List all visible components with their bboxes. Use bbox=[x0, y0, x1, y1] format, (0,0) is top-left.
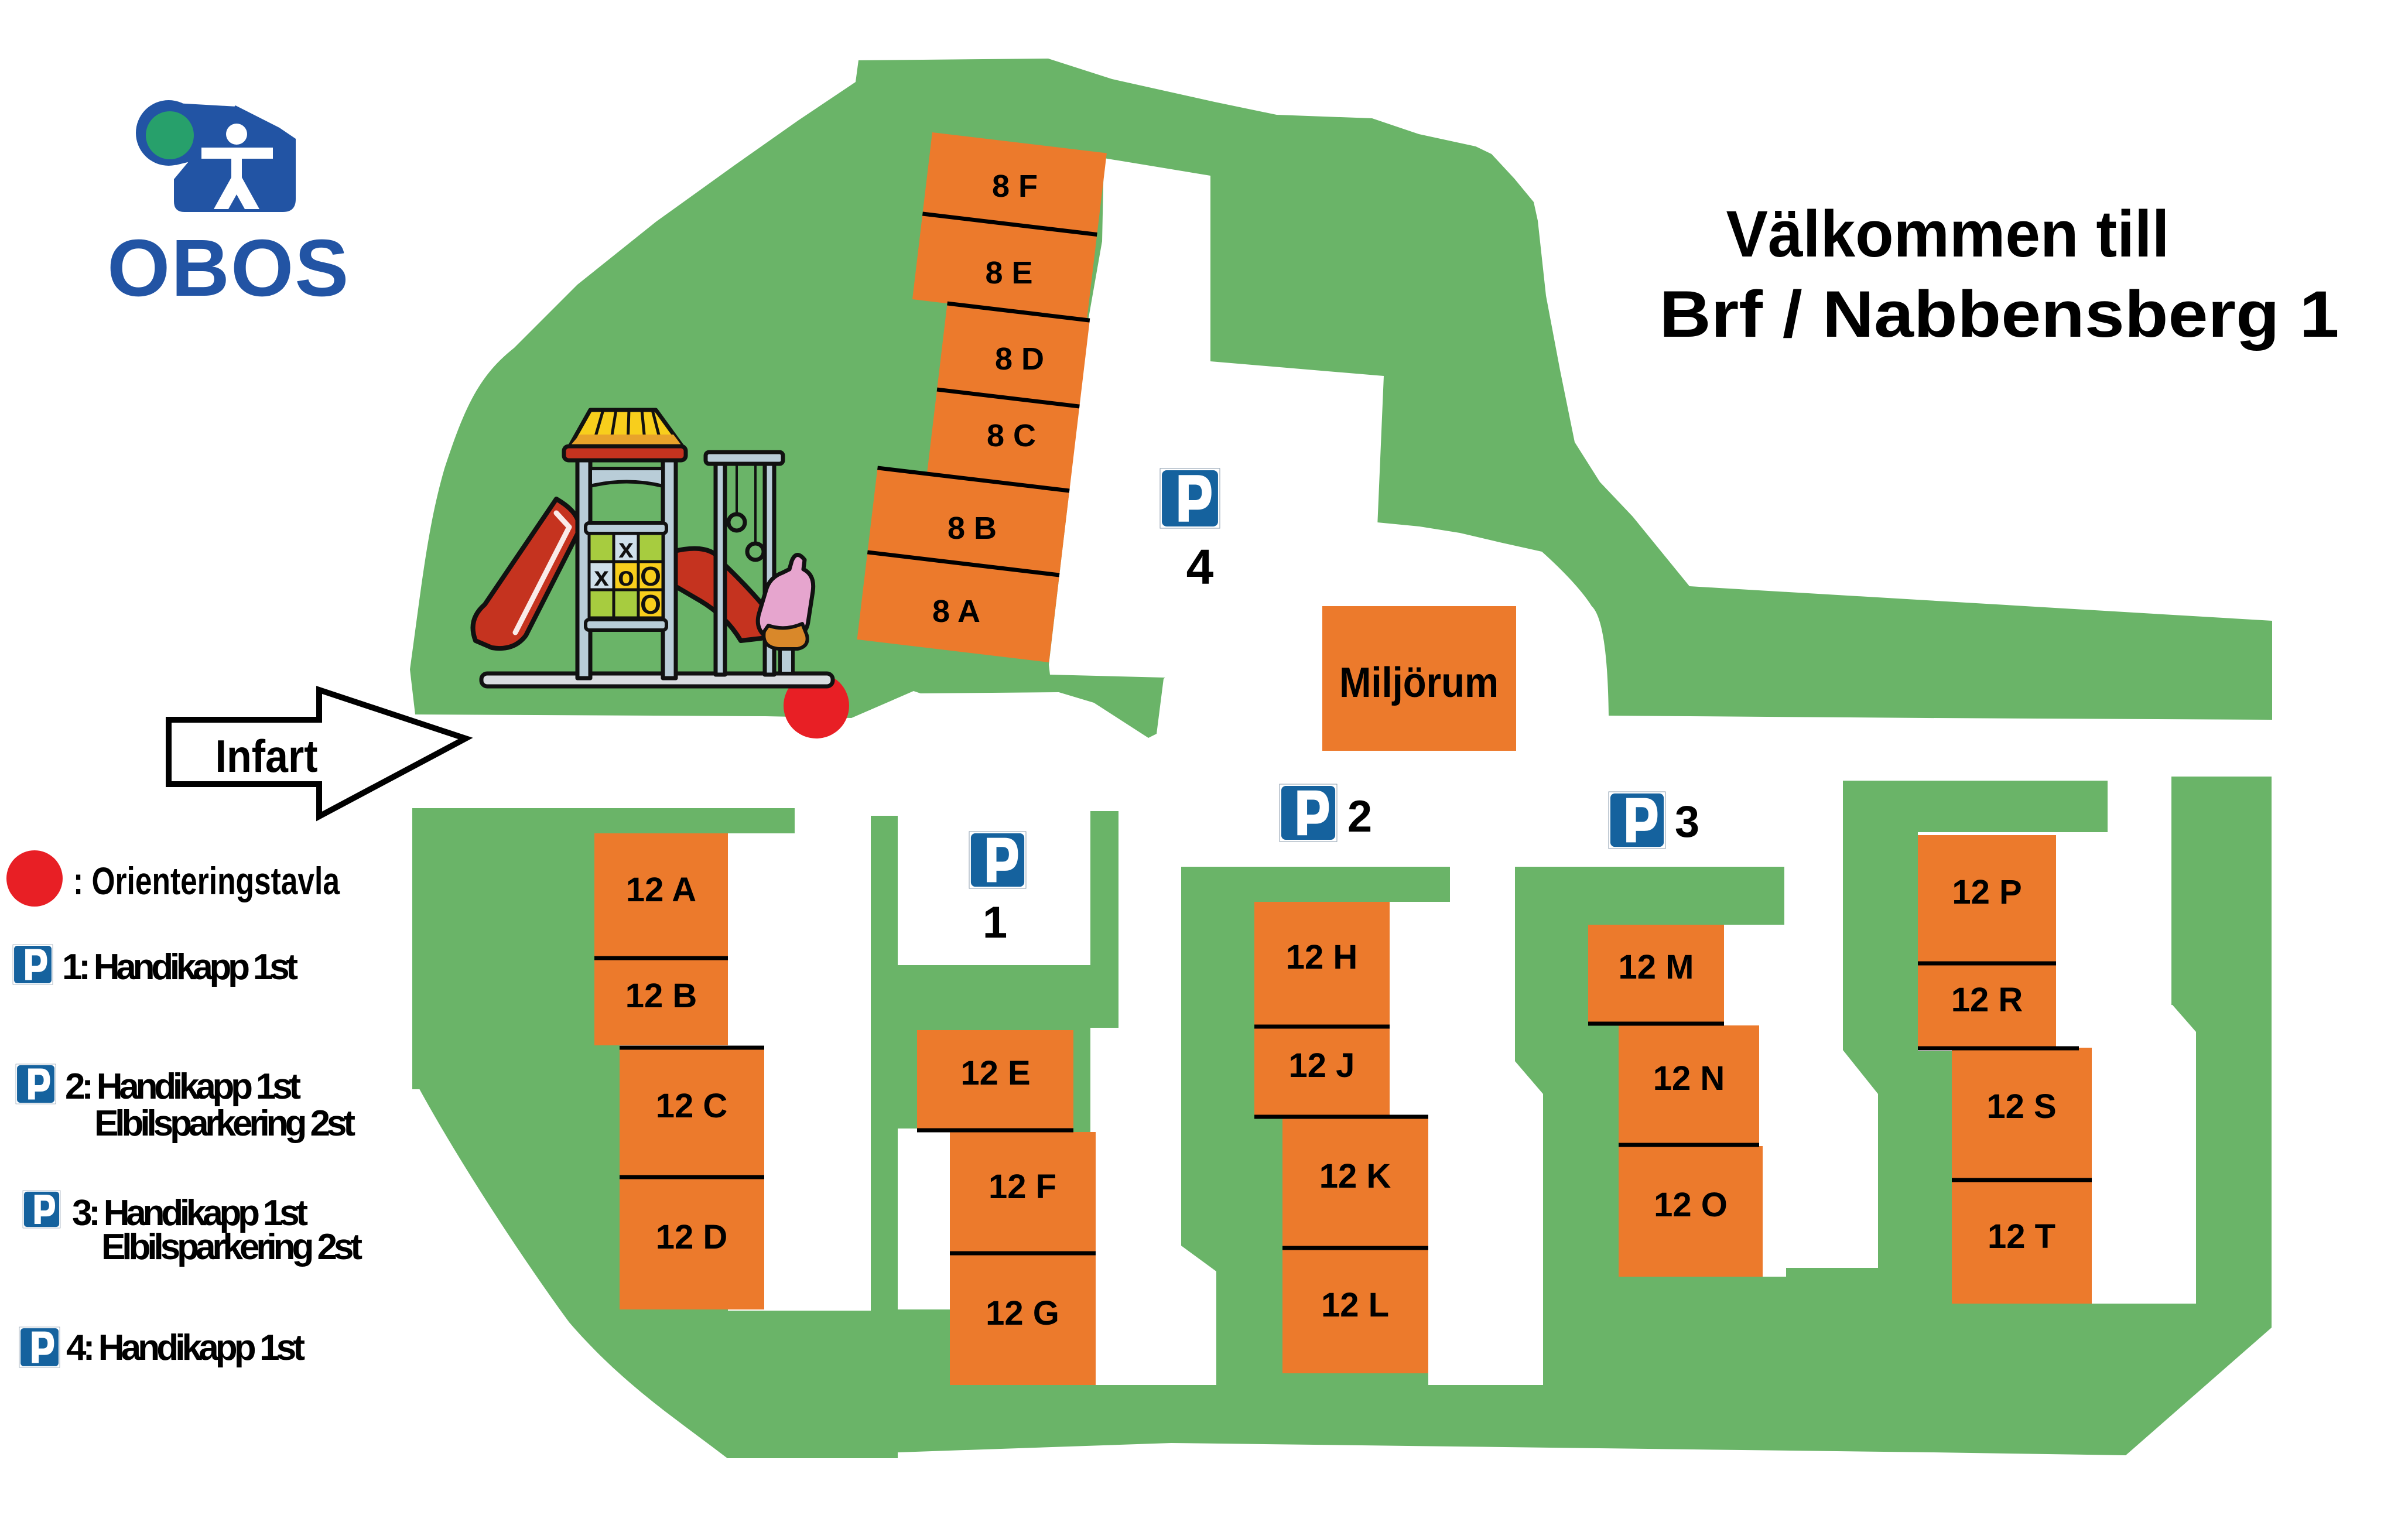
svg-text:4: 4 bbox=[1186, 539, 1214, 594]
svg-text:Välkommen till: Välkommen till bbox=[1726, 197, 2170, 271]
svg-text:12 P: 12 P bbox=[1952, 873, 2022, 911]
svg-text:12 F: 12 F bbox=[988, 1168, 1056, 1206]
svg-text:3: Handikapp 1st: 3: Handikapp 1st bbox=[72, 1193, 308, 1233]
svg-text:12 D: 12 D bbox=[656, 1218, 728, 1256]
svg-text:12 K: 12 K bbox=[1319, 1157, 1391, 1195]
svg-text:Infart: Infart bbox=[216, 730, 318, 782]
svg-text:8 C: 8 C bbox=[987, 418, 1036, 453]
svg-text:x: x bbox=[594, 561, 609, 591]
svg-text:12 L: 12 L bbox=[1321, 1286, 1389, 1324]
svg-text:Elbilsparkering 2st: Elbilsparkering 2st bbox=[101, 1227, 362, 1267]
svg-text:o: o bbox=[618, 561, 634, 591]
svg-text:12 J: 12 J bbox=[1289, 1047, 1355, 1085]
svg-text:Elbilsparkering 2st: Elbilsparkering 2st bbox=[94, 1103, 355, 1144]
svg-text:12 E: 12 E bbox=[960, 1054, 1030, 1092]
svg-text:12 N: 12 N bbox=[1653, 1059, 1725, 1097]
svg-text:1: 1 bbox=[983, 898, 1007, 948]
svg-text:2: 2 bbox=[1347, 792, 1372, 842]
svg-text:3: 3 bbox=[1675, 797, 1699, 847]
svg-text:Miljörum: Miljörum bbox=[1339, 659, 1499, 706]
svg-text:2: Handikapp 1st: 2: Handikapp 1st bbox=[65, 1066, 301, 1107]
svg-text:12 H: 12 H bbox=[1286, 938, 1358, 976]
svg-text:OBOS: OBOS bbox=[107, 223, 350, 313]
svg-text:12 S: 12 S bbox=[1986, 1088, 2056, 1126]
svg-text:O: O bbox=[640, 561, 661, 591]
svg-text:1: Handikapp 1st: 1: Handikapp 1st bbox=[62, 947, 298, 987]
svg-text:12 A: 12 A bbox=[626, 871, 696, 909]
svg-text:12 M: 12 M bbox=[1619, 948, 1694, 986]
svg-text:12 O: 12 O bbox=[1654, 1186, 1728, 1224]
svg-text:x: x bbox=[618, 533, 634, 563]
svg-text:Brf / Nabbensberg 1: Brf / Nabbensberg 1 bbox=[1660, 278, 2339, 351]
svg-text:12 B: 12 B bbox=[625, 977, 697, 1015]
svg-text:8 B: 8 B bbox=[948, 511, 997, 546]
svg-text:4: Handikapp 1st: 4: Handikapp 1st bbox=[66, 1328, 305, 1368]
svg-text:12 G: 12 G bbox=[986, 1294, 1059, 1332]
svg-text:8 F: 8 F bbox=[992, 169, 1038, 204]
svg-text:12 T: 12 T bbox=[1988, 1218, 2055, 1256]
svg-text:12 R: 12 R bbox=[1951, 981, 2023, 1019]
svg-text:12 C: 12 C bbox=[656, 1087, 728, 1125]
svg-text:: Orienteringstavla: : Orienteringstavla bbox=[73, 859, 340, 902]
svg-text:O: O bbox=[640, 589, 661, 620]
svg-text:8 E: 8 E bbox=[985, 255, 1032, 290]
svg-text:8 A: 8 A bbox=[932, 594, 980, 629]
svg-text:8 D: 8 D bbox=[995, 341, 1044, 377]
